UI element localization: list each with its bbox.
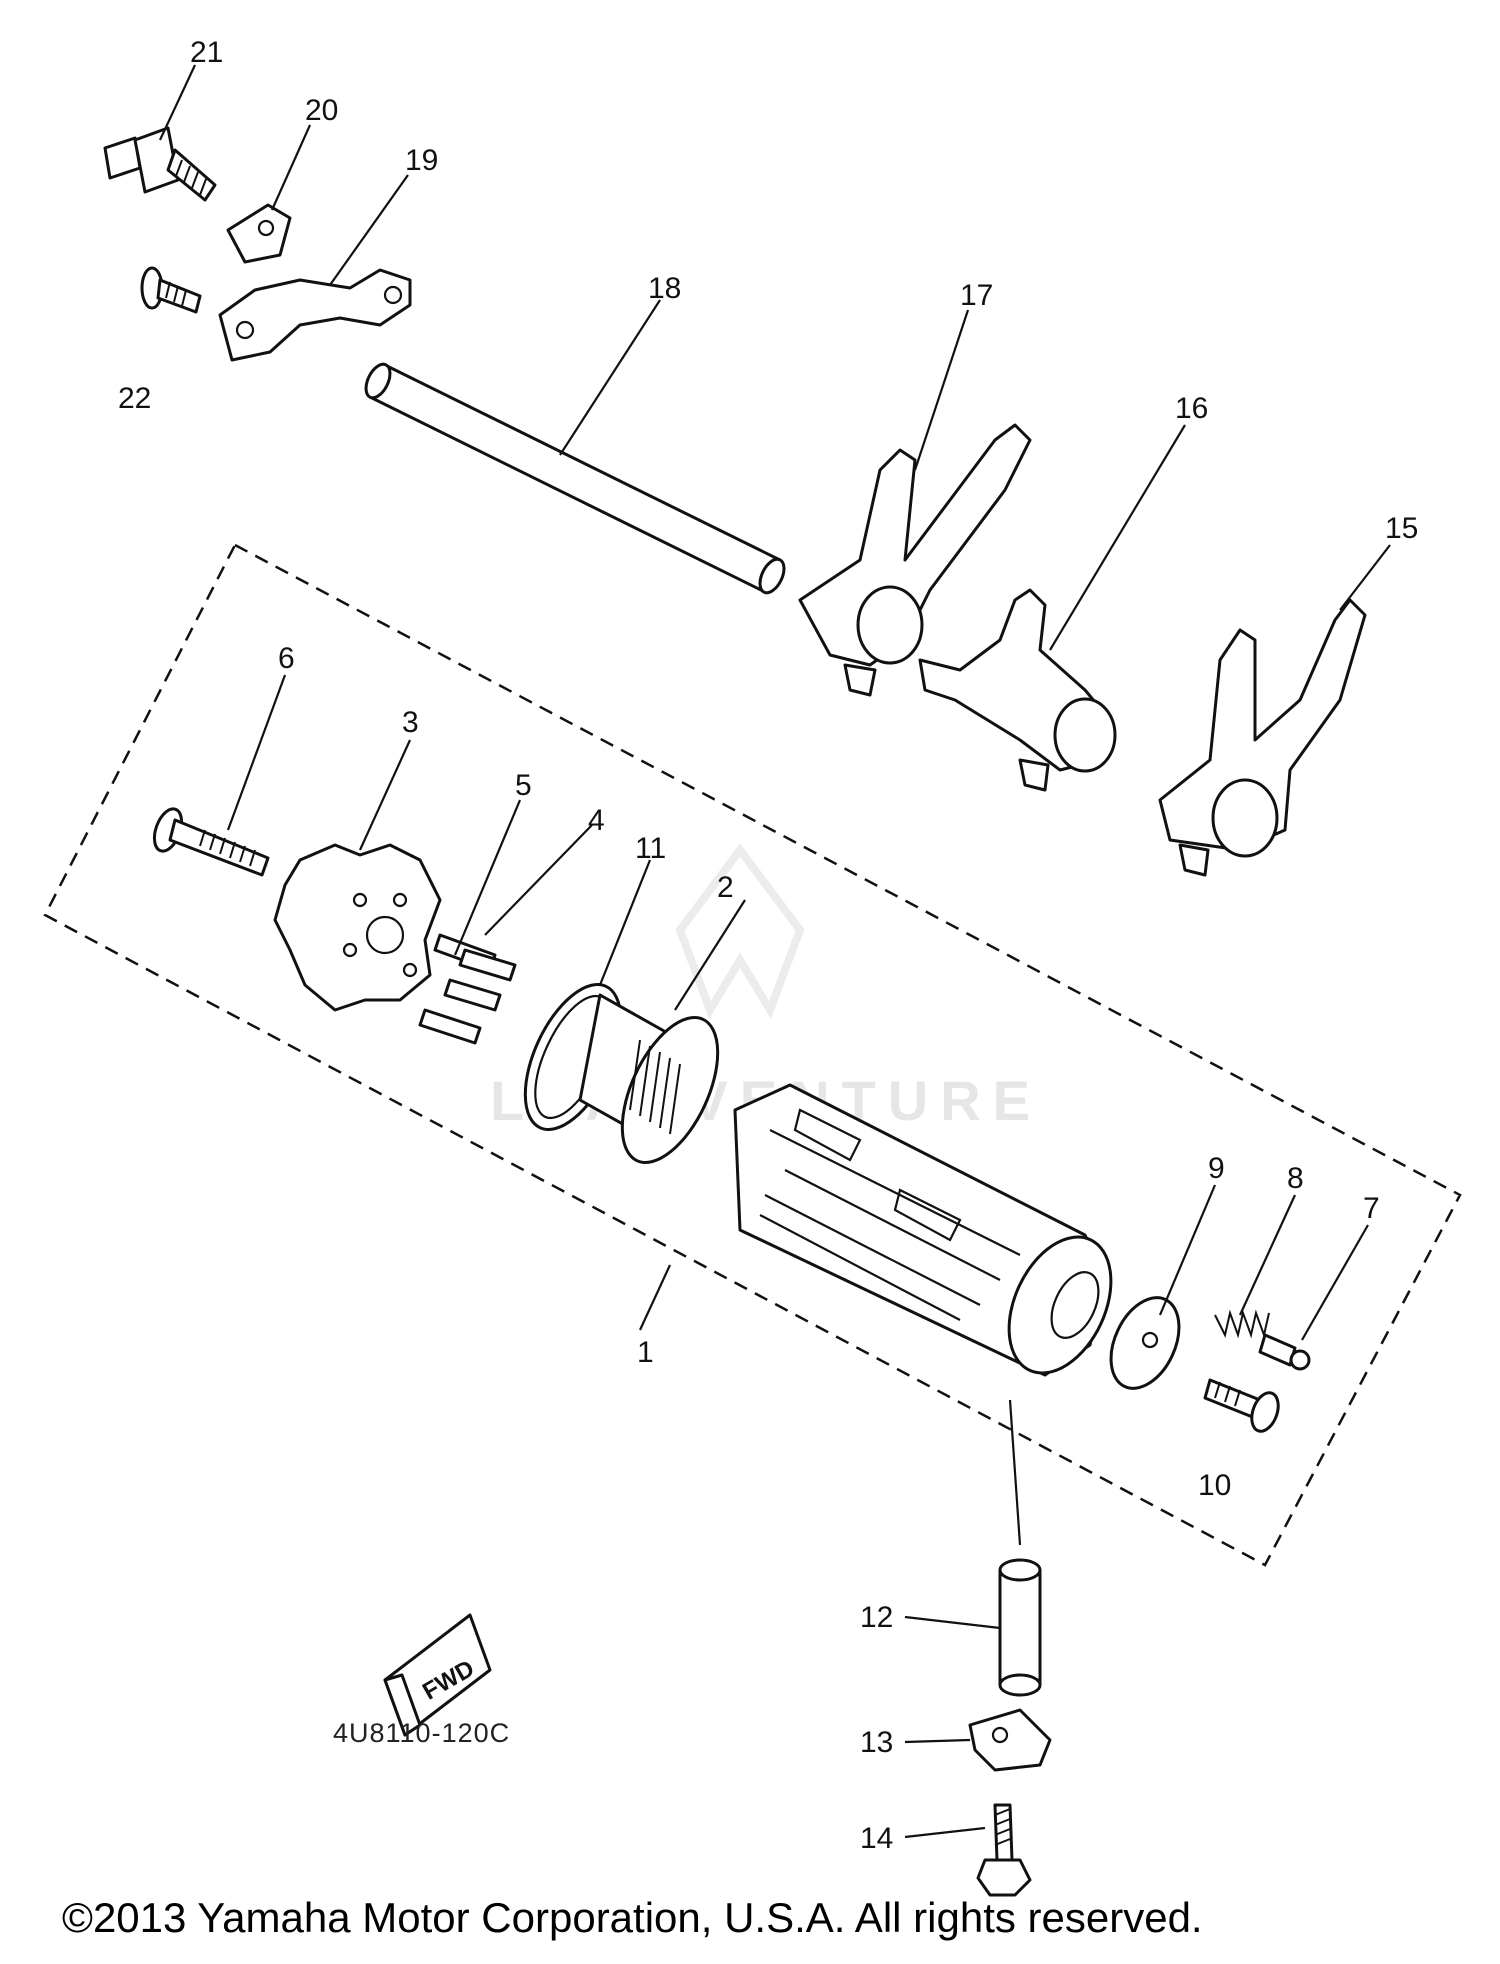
leader-lines: [159, 64, 1391, 1839]
callout-7: 7: [1363, 1192, 1380, 1225]
part-4-5-pins: [418, 933, 517, 1045]
callout-21: 21: [190, 36, 223, 69]
part-16-shift-fork: [918, 588, 1117, 792]
callout-12: 12: [860, 1601, 893, 1634]
callout-14: 14: [860, 1822, 893, 1855]
part-18-shaft: [364, 362, 786, 595]
callout-2: 2: [717, 871, 734, 904]
assembly-boundary: [43, 543, 1462, 1567]
callout-13: 13: [860, 1726, 893, 1759]
part-20-plate: [226, 203, 292, 264]
copyright-notice: ©2013 Yamaha Motor Corporation, U.S.A. A…: [62, 1894, 1203, 1941]
callout-10: 10: [1198, 1469, 1231, 1502]
callout-8: 8: [1287, 1162, 1304, 1195]
callout-16: 16: [1175, 392, 1208, 425]
part-21-bolt: [103, 126, 217, 202]
callout-numbers: 21 20 19 18 17 16 15 22 6 3 5 4 11 2 1 9…: [118, 36, 1418, 1855]
callout-4: 4: [588, 804, 605, 837]
callout-6: 6: [278, 642, 295, 675]
callout-3: 3: [402, 706, 419, 739]
fwd-arrow: FWD: [383, 1613, 492, 1737]
part-10-bolt: [1203, 1378, 1280, 1433]
callout-22: 22: [118, 382, 151, 415]
part-2-bearing: [578, 993, 720, 1164]
part-12-pin: [998, 1558, 1042, 1697]
callout-19: 19: [405, 144, 438, 177]
callout-5: 5: [515, 769, 532, 802]
callout-11: 11: [635, 832, 666, 865]
callout-15: 15: [1385, 512, 1418, 545]
part-6-bolt: [152, 807, 270, 877]
part-14-bolt: [976, 1803, 1032, 1897]
part-22-screw: [140, 266, 202, 314]
part-1-shift-drum: [733, 1083, 1113, 1377]
part-19-bracket: [218, 268, 412, 362]
part-7-plunger: [1258, 1333, 1311, 1371]
callout-18: 18: [648, 272, 681, 305]
callout-9: 9: [1208, 1152, 1225, 1185]
part-17-shift-fork: [798, 423, 1032, 697]
part-9-washer: [1109, 1296, 1181, 1390]
callout-17: 17: [960, 279, 993, 312]
part-3-segment: [273, 843, 442, 1012]
part-15-shift-fork: [1158, 598, 1367, 877]
diagram-code: 4U8110-120C: [333, 1718, 510, 1748]
part-13-plate: [968, 1708, 1052, 1772]
callout-1: 1: [637, 1336, 654, 1369]
callout-20: 20: [305, 94, 338, 127]
part-8-spring: [1214, 1309, 1270, 1339]
